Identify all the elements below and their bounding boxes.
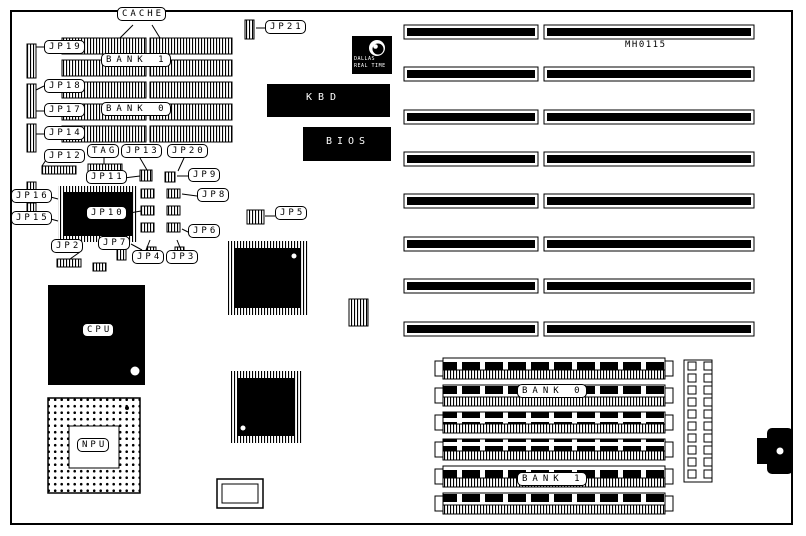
jumper-label-jp18: JP18: [44, 79, 85, 93]
jumper-label-jp12: JP12: [44, 149, 85, 163]
dallas-rtc-chip: [352, 36, 392, 74]
npu-label: NPU: [77, 438, 110, 452]
cache-label: CACHE: [117, 7, 167, 21]
tag-label: TAG: [87, 144, 120, 158]
isa-slot-row: [403, 151, 755, 167]
jumper-label-jp20: JP20: [167, 144, 208, 158]
jumper-label-jp21: JP21: [265, 20, 306, 34]
jumper-label-jp4: JP4: [132, 250, 165, 264]
simm-module: [434, 411, 674, 434]
simm-module: [434, 438, 674, 461]
cache-bank0-label: BANK 0: [101, 102, 171, 116]
isa-slot-row: [403, 236, 755, 252]
qfp-chip-lower: [230, 371, 302, 443]
jumper-label-jp19: JP19: [44, 40, 85, 54]
simm-bank0-label: BANK 0: [517, 384, 587, 398]
jumper-label-jp16: JP16: [11, 189, 52, 203]
jumper-label-jp3: JP3: [166, 250, 199, 264]
jumper-label-jp17: JP17: [44, 103, 85, 117]
cache-bank1-label: BANK 1: [101, 53, 171, 67]
isa-slot-row: [403, 193, 755, 209]
isa-slot-row: [403, 109, 755, 125]
jumper-label-jp10: JP10: [86, 206, 127, 220]
oscillator-socket: [216, 478, 264, 509]
keyboard-controller-chip: [267, 84, 390, 117]
simm-module: [434, 357, 674, 380]
isa-slot-row: [403, 66, 755, 82]
qfp-chip-upper: [228, 241, 308, 315]
jumper-label-jp15: JP15: [11, 211, 52, 225]
jumper-label-jp6: JP6: [188, 224, 221, 238]
jumper-label-jp8: JP8: [197, 188, 230, 202]
jumper-label-jp13: JP13: [121, 144, 162, 158]
dallas-text-line2: REAL TIME: [354, 63, 386, 69]
kbd-chip-label: KBD: [306, 92, 343, 103]
simm-bank1-label: BANK 1: [517, 472, 587, 486]
isa-slot-row: [403, 278, 755, 294]
keyboard-connector: [757, 428, 793, 474]
bios-chip: [303, 127, 391, 161]
jumper-label-jp2: JP2: [51, 239, 84, 253]
jumper-label-jp5: JP5: [275, 206, 308, 220]
jumper-label-jp11: JP11: [86, 170, 127, 184]
crystal-component: [348, 298, 369, 327]
board-part-number: MH0115: [625, 40, 667, 50]
jumper-label-jp14: JP14: [44, 126, 85, 140]
jumper-label-jp7: JP7: [98, 236, 131, 250]
simm-module: [434, 492, 674, 515]
cpu-label: CPU: [82, 323, 115, 337]
dallas-text-line1: DALLAS: [354, 56, 376, 62]
isa-slots: [403, 24, 755, 337]
callout-lines: [35, 24, 275, 260]
bios-chip-label: BIOS: [326, 136, 371, 147]
isa-slot-row: [403, 24, 755, 40]
jumper-label-jp9: JP9: [188, 168, 221, 182]
power-connector: [683, 359, 713, 483]
isa-slot-row: [403, 321, 755, 337]
sip-components: [26, 43, 123, 217]
